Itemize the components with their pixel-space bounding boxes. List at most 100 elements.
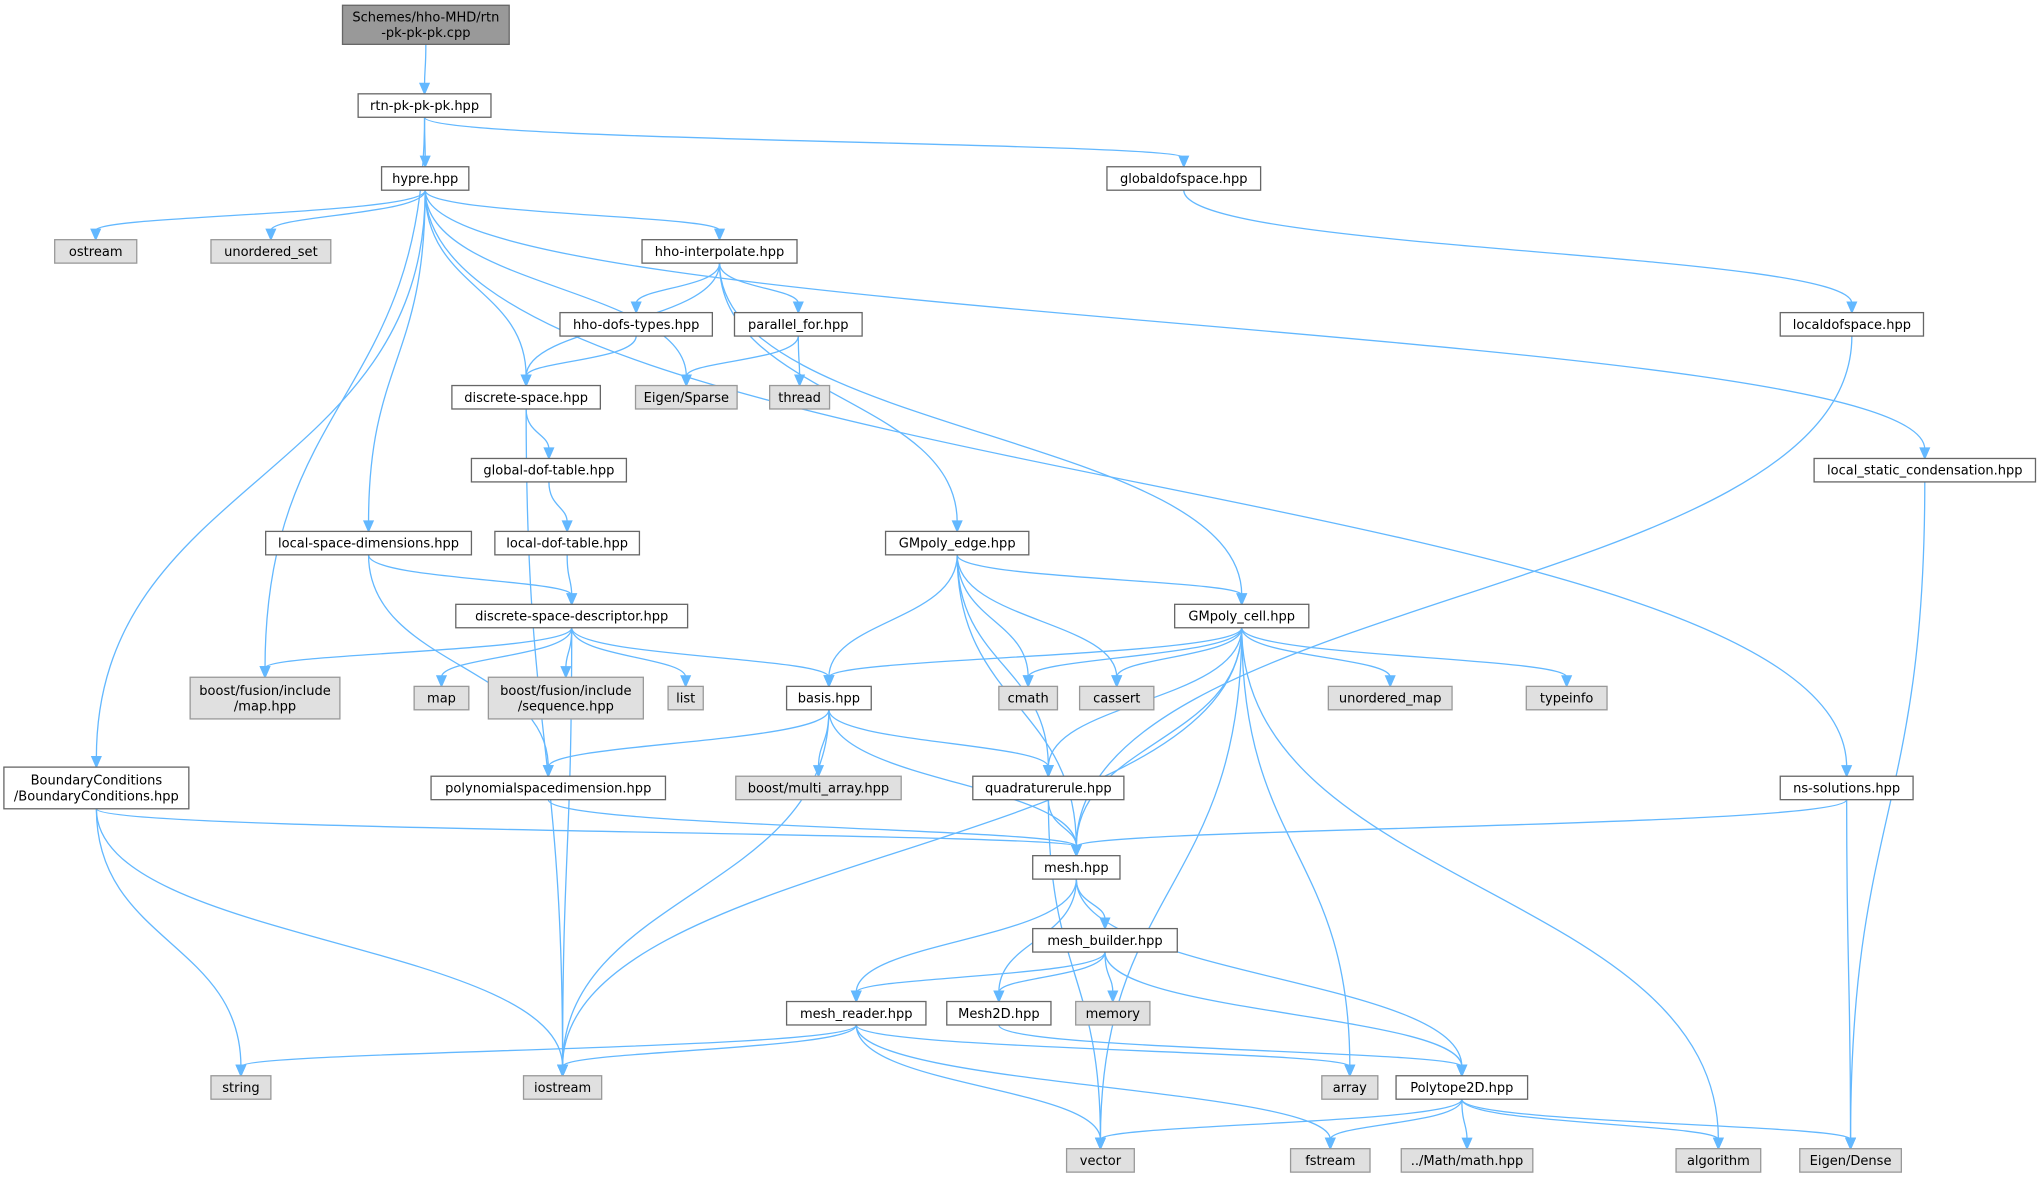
node-main[interactable]: Schemes/hho-MHD/rtn-pk-pk-pk.cpp (341, 4, 510, 45)
node-box (430, 775, 667, 801)
node-box (884, 530, 1030, 556)
node-array[interactable]: array (1321, 1075, 1379, 1100)
node-globaldofspace[interactable]: globaldofspace.hpp (1106, 166, 1262, 191)
node-box (1813, 457, 2037, 483)
edge-localdofspace-to-mesh (1070, 336, 1853, 858)
node-discrete_space[interactable]: discrete-space.hpp (451, 384, 602, 410)
arrowhead-icon (1561, 675, 1573, 688)
arrowhead-icon (1022, 675, 1034, 688)
node-box (1779, 775, 1914, 801)
node-bc[interactable]: BoundaryConditions/BoundaryConditions.hp… (3, 766, 190, 810)
node-box (3, 766, 190, 810)
node-label: mesh_reader.hpp (800, 1007, 913, 1022)
node-label: Eigen/Sparse (644, 391, 729, 406)
node-box (487, 676, 644, 720)
arrowhead-icon (1070, 844, 1082, 858)
node-local_space_dimensions[interactable]: local-space-dimensions.hpp (265, 530, 473, 556)
node-box (54, 239, 138, 264)
edge-local_space_dimensions-to-dsd (367, 554, 578, 606)
node-thread[interactable]: thread (769, 384, 831, 410)
edge-hypre-to-local_space_dimensions (362, 190, 426, 534)
node-local_static_condensation[interactable]: local_static_condensation.hpp (1813, 457, 2037, 483)
edge-gmpoly_cell-to-mesh (1070, 627, 1243, 858)
edge-hypre-to-discrete_space (424, 190, 532, 388)
node-unordered_map[interactable]: unordered_map (1327, 685, 1453, 711)
node-mesh_builder[interactable]: mesh_builder.hpp (1032, 927, 1178, 953)
edge-hypre-to-unordered_set (265, 189, 426, 242)
node-ostream[interactable]: ostream (54, 239, 138, 264)
node-local_dof_table[interactable]: local-dof-table.hpp (494, 530, 641, 556)
node-multi_array[interactable]: boost/multi_array.hpp (735, 775, 902, 801)
node-eigen_sparse[interactable]: Eigen/Sparse (634, 384, 738, 410)
node-cassert[interactable]: cassert (1078, 685, 1155, 711)
node-mesh[interactable]: mesh.hpp (1032, 855, 1121, 880)
node-label: global-dof-table.hpp (483, 464, 614, 479)
edge-mesh_builder-to-memory (1104, 952, 1119, 1004)
node-ns_solutions[interactable]: ns-solutions.hpp (1779, 775, 1914, 801)
node-eigen_dense[interactable]: Eigen/Dense (1799, 1148, 1903, 1173)
edge-global_dof_table-to-local_dof_table (548, 481, 573, 534)
arrowhead-icon (435, 675, 448, 688)
node-mesh_reader[interactable]: mesh_reader.hpp (785, 1000, 927, 1026)
arrowhead-icon (1344, 1064, 1356, 1078)
node-math[interactable]: ../Math/math.hpp (1400, 1148, 1534, 1173)
node-hho_dofs_types[interactable]: hho-dofs-types.hpp (559, 311, 714, 337)
node-iostream[interactable]: iostream (522, 1075, 603, 1100)
node-mesh2d[interactable]: Mesh2D.hpp (946, 1000, 1052, 1026)
node-rtn[interactable]: rtn-pk-pk-pk.hpp (357, 93, 492, 118)
node-box (1075, 1000, 1151, 1026)
node-label: array (1333, 1081, 1367, 1096)
node-typeinfo[interactable]: typeinfo (1525, 685, 1608, 711)
edge-mesh_reader-to-string (235, 1024, 857, 1078)
node-string[interactable]: string (210, 1075, 272, 1100)
arrowhead-icon (1236, 593, 1248, 606)
node-box (1174, 603, 1310, 629)
node-dsd[interactable]: discrete-space-descriptor.hpp (455, 603, 689, 629)
node-box (265, 530, 473, 556)
node-global_dof_table[interactable]: global-dof-table.hpp (470, 457, 628, 483)
node-quadraturerule[interactable]: quadraturerule.hpp (972, 775, 1125, 801)
node-hho_interpolate[interactable]: hho-interpolate.hpp (641, 239, 798, 264)
node-localdofspace[interactable]: localdofspace.hpp (1779, 311, 1925, 337)
arrowhead-icon (680, 374, 692, 388)
node-label: hho-interpolate.hpp (655, 245, 785, 260)
node-bf_map[interactable]: boost/fusion/include/map.hpp (189, 676, 341, 720)
node-box (634, 384, 738, 410)
node-parallel_for[interactable]: parallel_for.hpp (733, 311, 863, 337)
node-box (769, 384, 831, 410)
edge-rtn-to-globaldofspace (423, 116, 1190, 169)
node-psd[interactable]: polynomialspacedimension.hpp (430, 775, 667, 801)
arrowhead-icon (520, 374, 532, 388)
arrowhead-icon (265, 228, 277, 242)
node-bf_seq[interactable]: boost/fusion/include/sequence.hpp (487, 676, 644, 720)
node-vector[interactable]: vector (1065, 1148, 1135, 1173)
node-memory[interactable]: memory (1075, 1000, 1151, 1026)
node-label: -pk-pk-pk.cpp (381, 26, 470, 41)
node-hypre[interactable]: hypre.hpp (380, 166, 470, 191)
edge-polytope2d-to-fstream (1324, 1099, 1463, 1151)
node-label: globaldofspace.hpp (1120, 172, 1248, 187)
node-basis[interactable]: basis.hpp (785, 685, 872, 711)
arrowhead-icon (680, 675, 692, 688)
arrowhead-icon (1846, 301, 1858, 315)
node-cmath[interactable]: cmath (998, 685, 1059, 711)
node-label: boost/fusion/include (199, 684, 330, 699)
node-gmpoly_edge[interactable]: GMpoly_edge.hpp (884, 530, 1030, 556)
node-map[interactable]: map (413, 685, 470, 711)
node-label: map (427, 692, 456, 707)
edge-gmpoly_cell-to-basis (823, 627, 1243, 688)
node-label: mesh.hpp (1044, 861, 1109, 876)
node-box (494, 530, 641, 556)
node-fstream[interactable]: fstream (1289, 1148, 1371, 1173)
arrowhead-icon (1178, 155, 1190, 169)
node-algorithm[interactable]: algorithm (1675, 1148, 1762, 1173)
node-polytope2d[interactable]: Polytope2D.hpp (1395, 1075, 1529, 1100)
edge-mesh-to-polytope2d (1075, 879, 1468, 1078)
node-unordered_set[interactable]: unordered_set (210, 239, 332, 264)
arrowhead-icon (1845, 1137, 1857, 1151)
node-gmpoly_cell[interactable]: GMpoly_cell.hpp (1174, 603, 1310, 629)
node-list[interactable]: list (667, 685, 704, 711)
edge-main-to-rtn (418, 44, 431, 96)
node-box (455, 603, 689, 629)
